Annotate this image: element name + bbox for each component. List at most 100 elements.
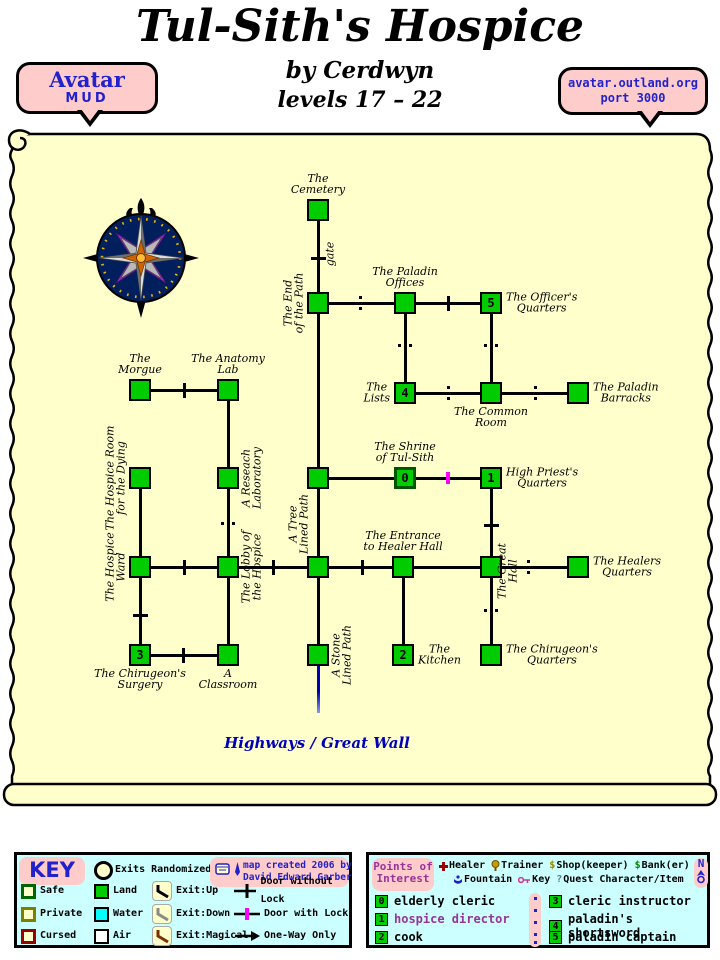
room-chirugeons-quarters <box>480 644 502 666</box>
healer-cross-icon <box>439 861 448 871</box>
door-marker <box>133 614 148 617</box>
label-morgue: The Morgue <box>118 352 162 376</box>
credit-icons <box>214 861 242 877</box>
exit-dots-marker <box>495 609 498 612</box>
room-stone-lined-path <box>307 644 329 666</box>
label-high-priests-quarters: High Priest's Quarters <box>506 465 579 489</box>
map-corridor <box>490 303 493 393</box>
quest-question-icon: ? <box>556 874 563 885</box>
map-corridor <box>318 477 405 480</box>
room-high-priests-quarters: 1 <box>480 467 502 489</box>
key-item-air: Air <box>94 927 131 945</box>
key-item-door-with-lock: Door with Lock <box>234 905 348 923</box>
room-classroom <box>217 644 239 666</box>
compass-rose-icon <box>83 198 199 318</box>
room-paladin-offices <box>394 292 416 314</box>
map-corridor <box>227 567 230 655</box>
server-host: avatar.outland.org <box>567 76 699 90</box>
key-item-private: Private <box>21 905 82 923</box>
poi-number-badge: 2 <box>375 930 388 944</box>
exit-dots-marker <box>484 344 487 347</box>
room-research-laboratory <box>217 467 239 489</box>
one-way-arrow-icon <box>235 931 260 941</box>
door-marker <box>272 560 275 575</box>
label-great-hall: The Great Hall <box>495 543 520 599</box>
room-paladin-barracks <box>567 382 589 404</box>
badge-tail <box>637 110 663 128</box>
label-hospice-room-for-the-dying: The Hospice Room for the Dying <box>103 425 128 531</box>
key-item-land: Land <box>94 882 137 900</box>
label-lobby-of-the-hospice: The Lobby of the Hospice <box>239 530 264 604</box>
map-corridor <box>227 478 230 567</box>
label-paladin-offices: The Paladin Offices <box>372 265 438 289</box>
north-compass-icon <box>697 870 705 884</box>
avatar-mud-badge: Avatar MUD <box>16 62 158 127</box>
door-marker <box>484 524 499 527</box>
label-research-laboratory: A Reseach Laboratory <box>239 447 264 509</box>
level-range: levels 17 – 22 <box>277 87 443 113</box>
door-marker <box>311 257 326 260</box>
land-terrain-icon <box>94 883 109 899</box>
label-healers-quarters: The Healers Quarters <box>593 554 662 578</box>
fountain-icon <box>454 874 462 884</box>
map-corridor <box>491 566 578 569</box>
exit-dots-marker <box>534 386 537 389</box>
label-chirugeons-quarters: The Chirugeon's Quarters <box>506 642 598 666</box>
exit-dots-marker <box>221 522 224 525</box>
label-the-lists: The Lists <box>363 380 390 404</box>
server-address-badge: avatar.outland.org port 3000 <box>558 67 708 128</box>
poi-legend-shop: $Shop(keeper) <box>549 860 629 871</box>
label-stone-lined-path: A Stone Lined Path <box>329 625 354 685</box>
water-terrain-icon <box>94 906 109 922</box>
door-with-lock-icon <box>234 908 260 920</box>
server-port: port 3000 <box>600 91 666 105</box>
poi-number-badge: 1 <box>375 912 388 926</box>
room-officers-quarters: 5 <box>480 292 502 314</box>
poi-legend-key: Key <box>518 874 550 886</box>
exit-dots-marker <box>447 386 450 389</box>
scroll-icon <box>215 863 230 875</box>
room-anatomy-lab <box>217 379 239 401</box>
key-legend-panel: KEY Exits Randomized map created 2006 by… <box>14 852 352 948</box>
badge-tail <box>77 109 103 127</box>
map-corridor <box>139 567 142 655</box>
map-corridor <box>317 478 320 567</box>
exit-icon <box>152 904 172 924</box>
map-corridor <box>318 302 405 305</box>
room-end-of-the-path <box>307 292 329 314</box>
map-corridor <box>490 478 493 567</box>
label-classroom: A Classroom <box>198 667 258 691</box>
room-cemetery <box>307 199 329 221</box>
key-item-door-without-lock: Door without Lock <box>234 876 349 905</box>
room-tree-lined-path-south <box>307 556 329 578</box>
cursed-room-icon <box>21 928 36 944</box>
exit-dots-marker <box>527 560 530 563</box>
label-hospice-ward: The Hospice Ward <box>103 532 128 602</box>
map-corridor <box>139 478 142 567</box>
key-item-water: Water <box>94 905 143 923</box>
private-room-icon <box>21 906 36 922</box>
map-corridor <box>402 567 405 655</box>
exit-dots-marker <box>409 344 412 347</box>
poi-legend-fountain: Fountain <box>453 874 512 886</box>
key-item-one-way-only: One-Way Only <box>234 927 336 945</box>
map-corridor <box>404 303 407 393</box>
exit-icon <box>152 926 172 946</box>
room-healers-quarters <box>567 556 589 578</box>
room-tree-lined-path-north <box>307 467 329 489</box>
poi-legend-bank: $Bank(er) <box>634 860 690 871</box>
exits-randomized-label: Exits Randomized <box>115 864 212 875</box>
highways-great-wall-label: Highways / Great Wall <box>224 734 410 752</box>
exit-dots-marker <box>447 397 450 400</box>
page-title: Tul-Sith's Hospice <box>136 1 584 52</box>
author-byline: by Cerdwyn <box>285 57 435 84</box>
air-terrain-icon <box>94 928 109 944</box>
